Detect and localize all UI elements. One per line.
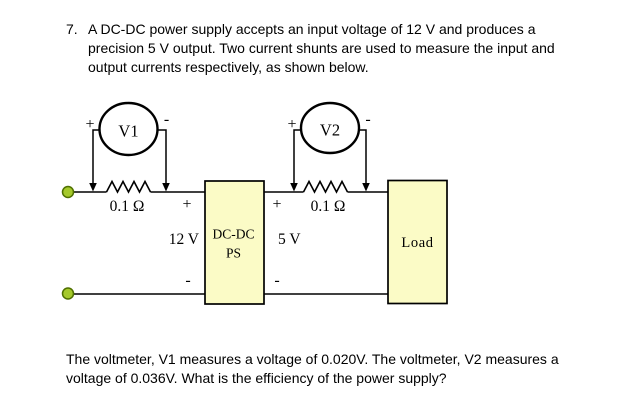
input-minus-label: - xyxy=(185,272,190,289)
dcdc-label-line2: PS xyxy=(226,246,241,261)
v2-arrow-right-icon xyxy=(362,183,370,192)
shunt-resistor-1-symbol xyxy=(105,179,152,194)
dcdc-ps-box xyxy=(204,180,265,305)
problem-statement-line: output currents respectively, as shown b… xyxy=(88,59,369,75)
question-line: voltage of 0.036V. What is the efficienc… xyxy=(66,370,447,386)
shunt-resistor-2-symbol xyxy=(302,179,349,194)
v1-arrow-right-icon xyxy=(162,183,170,192)
terminal-dot-top xyxy=(61,185,75,199)
load-box xyxy=(387,179,448,305)
v2-plus-label: + xyxy=(287,116,296,133)
question-text: The voltmeter, V1 measures a voltage of … xyxy=(66,350,559,388)
problem-statement-lines: A DC-DC power supply accepts an input vo… xyxy=(88,20,555,77)
voltmeter-v2-label: V2 xyxy=(320,121,340,140)
v1-arrow-left-icon xyxy=(89,183,97,192)
output-minus-label: - xyxy=(274,272,279,289)
shunt2-value-label: 0.1 Ω xyxy=(311,198,346,215)
output-plus-label: + xyxy=(272,196,281,213)
output-voltage-label: 5 V xyxy=(278,231,301,248)
v1-minus-label: - xyxy=(164,111,169,128)
v2-arrow-left-icon xyxy=(290,183,298,192)
question-line: The voltmeter, V1 measures a voltage of … xyxy=(66,351,559,367)
v1-plus-label: + xyxy=(85,116,94,133)
shunt1-value-label: 0.1 Ω xyxy=(110,198,145,215)
input-plus-label: + xyxy=(182,196,191,213)
v1-lead-left xyxy=(92,129,100,184)
input-voltage-label: 12 V xyxy=(169,231,200,248)
voltmeter-v2-symbol xyxy=(299,101,361,155)
load-label: Load xyxy=(401,235,433,251)
v2-minus-label: - xyxy=(365,111,370,128)
problem-statement-line: precision 5 V output. Two current shunts… xyxy=(88,40,555,56)
dcdc-label-line1: DC-DC xyxy=(212,227,254,242)
v2-lead-right xyxy=(358,129,367,184)
terminal-dot-bottom xyxy=(61,287,75,300)
v2-lead-left xyxy=(293,129,302,184)
problem-statement: 7. A DC-DC power supply accepts an input… xyxy=(66,20,555,77)
voltmeter-v1-symbol xyxy=(98,101,159,157)
problem-statement-line: A DC-DC power supply accepts an input vo… xyxy=(88,21,536,37)
voltmeter-v1-label: V1 xyxy=(118,122,138,141)
v1-lead-right xyxy=(157,129,167,184)
problem-number: 7. xyxy=(66,21,78,37)
